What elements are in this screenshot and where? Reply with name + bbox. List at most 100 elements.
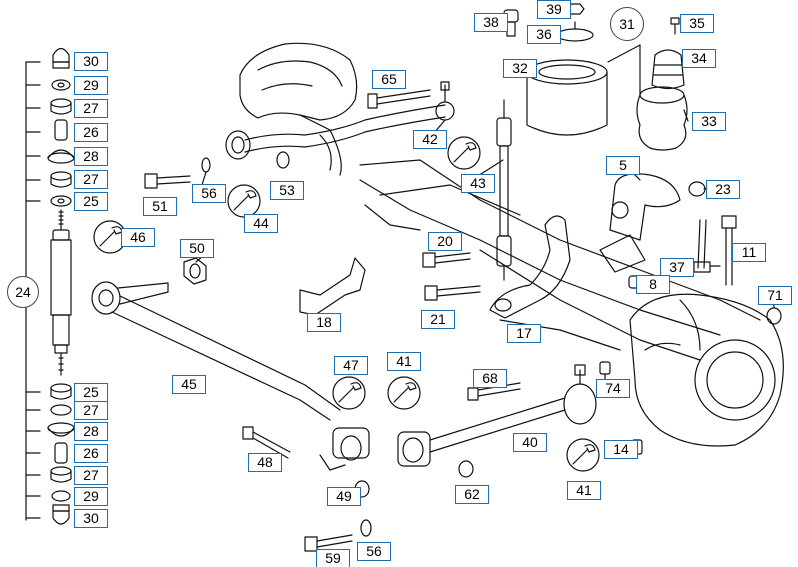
callout-29-top[interactable]: 29 [74, 76, 108, 95]
callout-43[interactable]: 43 [461, 174, 495, 193]
callout-41-bottom[interactable]: 41 [567, 481, 601, 500]
washer-bottom [51, 490, 71, 502]
callout-28-top[interactable]: 28 [74, 147, 108, 166]
washer-top [51, 79, 71, 91]
callout-40[interactable]: 40 [513, 433, 547, 452]
callout-41-top[interactable]: 41 [387, 352, 421, 371]
washer-lower [50, 404, 72, 416]
nut-53 [276, 151, 290, 169]
callout-49[interactable]: 49 [327, 487, 361, 506]
bolt-48 [242, 426, 291, 459]
wrench-badge-44 [227, 184, 261, 218]
dish-washer-lower [47, 422, 75, 437]
callout-28-bottom[interactable]: 28 [74, 422, 108, 441]
cap-nut-top [52, 47, 70, 69]
callout-36[interactable]: 36 [527, 25, 561, 44]
callout-33[interactable]: 33 [692, 112, 726, 131]
nut-50 [183, 257, 207, 285]
rubber-bush-lower [50, 383, 72, 400]
strut-43 [496, 99, 512, 281]
callout-44[interactable]: 44 [244, 214, 278, 233]
callout-42[interactable]: 42 [413, 130, 447, 149]
rubber-bush-top [50, 98, 72, 115]
lower-link-arm-40 [397, 364, 597, 467]
callout-68[interactable]: 68 [473, 369, 507, 388]
washer-56-lower [360, 519, 372, 537]
lower-link-arm-45 [91, 281, 370, 471]
wrench-badge-41-top [387, 376, 421, 410]
callout-24[interactable]: 24 [7, 276, 39, 308]
callout-27-b[interactable]: 27 [74, 170, 108, 189]
callout-74[interactable]: 74 [596, 379, 630, 398]
callout-8[interactable]: 8 [636, 275, 670, 294]
callout-31[interactable]: 31 [610, 7, 644, 41]
callout-25-bottom[interactable]: 25 [74, 383, 108, 402]
air-spring-32 [526, 59, 608, 136]
callout-38[interactable]: 38 [474, 13, 508, 32]
screw-35 [670, 17, 680, 35]
callout-62[interactable]: 62 [455, 485, 489, 504]
callout-20[interactable]: 20 [428, 232, 462, 251]
bracket-17 [489, 215, 571, 319]
callout-18[interactable]: 18 [307, 313, 341, 332]
bump-stop-34 [651, 49, 685, 90]
callout-56-top[interactable]: 56 [192, 184, 226, 203]
differential-housing [239, 42, 358, 176]
bolt-21 [424, 285, 481, 301]
callout-65[interactable]: 65 [372, 70, 406, 89]
callout-32[interactable]: 32 [503, 59, 537, 78]
wrench-badge-47 [332, 376, 366, 410]
callout-27-c[interactable]: 27 [74, 401, 108, 420]
dish-washer-top [47, 149, 75, 164]
callout-29-bottom[interactable]: 29 [74, 487, 108, 506]
callout-34[interactable]: 34 [682, 49, 716, 68]
callout-30-top[interactable]: 30 [74, 52, 108, 71]
sleeve-top [54, 119, 68, 141]
callout-53[interactable]: 53 [270, 181, 304, 200]
callout-26-bottom[interactable]: 26 [74, 444, 108, 463]
callout-48[interactable]: 48 [248, 453, 282, 472]
axle-crossmember [359, 159, 761, 361]
differential-right [629, 293, 784, 447]
wrench-badge-41-bottom [566, 438, 600, 472]
callout-59[interactable]: 59 [316, 549, 350, 567]
cap-nut-bottom [52, 504, 70, 525]
callout-47[interactable]: 47 [334, 356, 368, 375]
callout-27-d[interactable]: 27 [74, 466, 108, 485]
bolt-59 [304, 534, 353, 552]
callout-23[interactable]: 23 [706, 180, 740, 199]
callout-45[interactable]: 45 [172, 375, 206, 394]
air-spring-33 [636, 86, 688, 151]
bracket-18 [299, 257, 366, 316]
callout-46[interactable]: 46 [121, 228, 155, 247]
callout-5[interactable]: 5 [606, 156, 640, 175]
callout-56-bottom[interactable]: 56 [357, 542, 391, 561]
callout-71[interactable]: 71 [758, 286, 792, 305]
rubber-bush-mid [50, 171, 72, 188]
callout-17[interactable]: 17 [507, 324, 541, 343]
rubber-bush-bottom [50, 466, 72, 483]
callout-14[interactable]: 14 [604, 440, 638, 459]
nut-23 [688, 181, 706, 197]
callout-25-top[interactable]: 25 [74, 192, 108, 211]
bolt-51 [144, 173, 191, 189]
callout-30-bottom[interactable]: 30 [74, 509, 108, 528]
callout-27-a[interactable]: 27 [74, 99, 108, 118]
callout-11[interactable]: 11 [732, 243, 766, 262]
washer-56 [201, 157, 211, 173]
callout-35[interactable]: 35 [680, 14, 714, 33]
washer-62 [458, 460, 474, 478]
bolt-20 [422, 252, 471, 268]
callout-39[interactable]: 39 [537, 0, 571, 19]
bush-74 [599, 361, 611, 375]
mount-plate-36 [556, 21, 594, 42]
callout-21[interactable]: 21 [421, 310, 455, 329]
callout-37[interactable]: 37 [660, 258, 694, 277]
callout-51[interactable]: 51 [143, 197, 177, 216]
upper-link-arm [225, 81, 455, 160]
callout-50[interactable]: 50 [180, 239, 214, 258]
shock-absorber-24 [50, 209, 72, 376]
callout-26-top[interactable]: 26 [74, 123, 108, 142]
